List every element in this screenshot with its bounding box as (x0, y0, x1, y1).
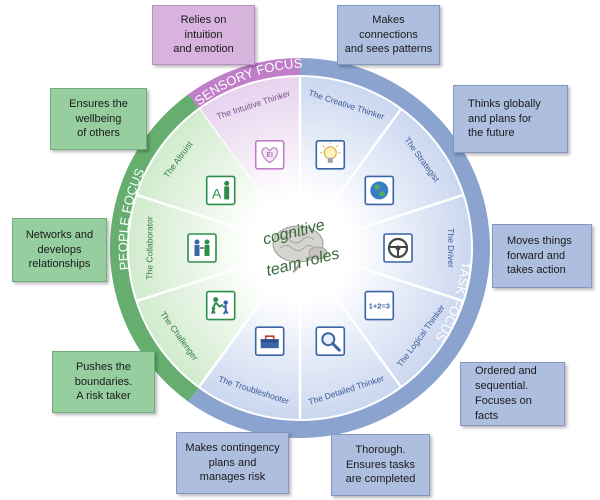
sensory-focus-band (188, 58, 300, 109)
sector-divider (136, 259, 261, 303)
steering-wheel-icon (383, 233, 413, 263)
helping-person-icon: A (205, 175, 236, 206)
description-box-logical: Ordered and sequential. Focuses on facts (460, 362, 565, 426)
description-box-intuitive: Relies on intuition and emotion (152, 5, 255, 65)
focus-ring (109, 58, 490, 438)
sector-troubleshooter (198, 248, 300, 421)
pushing-people-icon (205, 290, 236, 321)
sector-divider (197, 281, 277, 388)
brain-icon (272, 225, 328, 273)
equation-icon: 1+2=3 (364, 290, 395, 321)
people-focus-band (109, 94, 199, 402)
description-box-creative: Makes connections and sees patterns (337, 5, 440, 65)
role-icons: EI 1+2=3 A (187, 140, 413, 357)
sector-divider (339, 193, 464, 237)
description-box-strategist: Thinks globally and plans for the future (453, 85, 568, 153)
description-box-challenger: Pushes the boundaries. A risk taker (52, 351, 155, 413)
ei-heart-icon: EI (254, 140, 285, 170)
lightbulb-icon (315, 140, 346, 170)
description-box-driver: Moves things forward and takes action (492, 224, 592, 288)
magnifier-icon (315, 326, 346, 357)
two-people-icon (187, 233, 217, 263)
globe-icon (364, 175, 395, 206)
sector-detailed (300, 248, 402, 420)
description-box-detailed: Thorough. Ensures tasks are completed (331, 434, 430, 496)
sector-divider (323, 281, 403, 388)
role-name-collaborator: The Collaborator (144, 216, 154, 279)
sector-divider (339, 259, 464, 303)
center-hub: cognitive team roles (256, 204, 344, 292)
svg-text:A: A (212, 185, 222, 201)
svg-text:1+2=3: 1+2=3 (369, 302, 390, 311)
sector-divider (136, 193, 261, 237)
description-box-altruist: Ensures the wellbeing of others (50, 88, 147, 150)
sector-divider (323, 108, 403, 215)
description-box-collaborator: Networks and develops relationships (12, 218, 107, 282)
description-box-troubleshooter: Makes contingency plans and manages risk (176, 432, 289, 494)
sector-creative (300, 75, 402, 248)
svg-text:EI: EI (266, 152, 273, 159)
toolbox-icon (254, 326, 285, 357)
role-name-driver: The Driver (446, 228, 456, 268)
sector-intuitive (198, 75, 300, 248)
